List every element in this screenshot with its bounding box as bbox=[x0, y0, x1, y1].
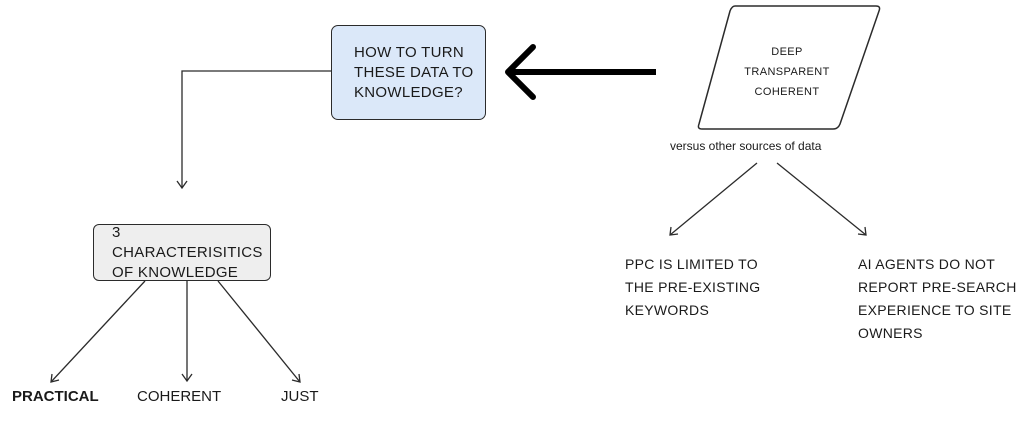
ppc-limitation-text: PPC IS LIMITED TO THE PRE-EXISTING KEYWO… bbox=[625, 256, 761, 318]
arrow-to-ai-agents-head bbox=[857, 226, 867, 236]
arrow-to-just-head bbox=[291, 373, 301, 383]
data-sources-caption: versus other sources of data bbox=[670, 139, 822, 153]
arrow-to-coherent-head bbox=[181, 373, 193, 383]
characteristics-box-text: 3 CHARACTERISITICS OF KNOWLEDGE bbox=[112, 223, 263, 281]
question-box-text: HOW TO TURN THESE DATA TO KNOWLEDGE? bbox=[354, 43, 474, 101]
elbow-connector bbox=[181, 70, 331, 188]
arrow-to-ppc-head bbox=[669, 226, 679, 236]
question-box: HOW TO TURN THESE DATA TO KNOWLEDGE? bbox=[331, 25, 486, 120]
arrow-to-just bbox=[217, 280, 301, 383]
arrow-to-practical bbox=[50, 280, 146, 383]
ai-agents-limitation-text: AI AGENTS DO NOT REPORT PRE-SEARCH EXPER… bbox=[858, 256, 1017, 341]
data-parallelogram bbox=[697, 5, 881, 130]
arrow-to-ppc bbox=[669, 162, 758, 236]
arrow-to-practical-head bbox=[50, 373, 60, 383]
characteristics-box: 3 CHARACTERISITICS OF KNOWLEDGE bbox=[93, 224, 271, 281]
characteristic-coherent: COHERENT bbox=[137, 388, 222, 405]
elbow-arrowhead bbox=[176, 180, 188, 190]
big-arrow-head bbox=[505, 44, 536, 100]
data-qualities-text: DEEP TRANSPARENT COHERENT bbox=[744, 46, 830, 98]
characteristic-just: JUST bbox=[281, 388, 319, 405]
characteristic-practical: PRACTICAL bbox=[12, 388, 99, 405]
arrow-to-ai-agents bbox=[776, 162, 867, 236]
